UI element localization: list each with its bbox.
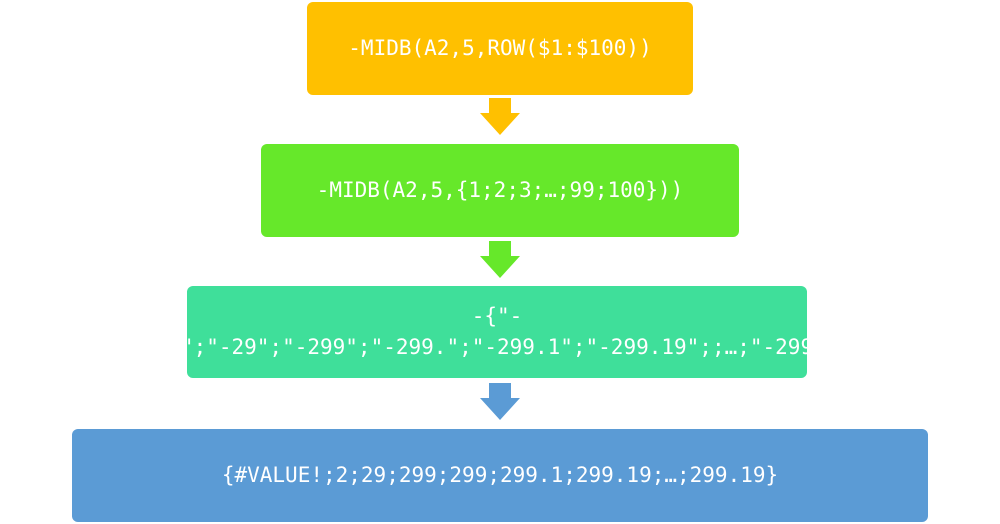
arrow-2-shape	[480, 241, 520, 278]
formula-step-3-text: -{"-";"-2";"-29";"-299";"-299.";"-299.1"…	[117, 304, 877, 359]
formula-step-2-text: -MIDB(A2,5,{1;2;3;…;99;100}))	[316, 178, 684, 202]
down-arrow-icon	[480, 383, 520, 420]
arrow-1-shape	[480, 98, 520, 135]
down-arrow-icon	[480, 241, 520, 278]
formula-step-4: {#VALUE!;2;29;299;299;299.1;299.19;…;299…	[72, 429, 928, 522]
down-arrow-icon	[480, 98, 520, 135]
formula-step-1: -MIDB(A2,5,ROW($1:$100))	[307, 2, 693, 95]
arrow-3-shape	[480, 383, 520, 420]
formula-step-2: -MIDB(A2,5,{1;2;3;…;99;100}))	[261, 144, 739, 237]
formula-step-4-text: {#VALUE!;2;29;299;299;299.1;299.19;…;299…	[221, 463, 779, 487]
formula-step-3: -{"-";"-2";"-29";"-299";"-299.";"-299.1"…	[118, 286, 876, 378]
formula-step-1-text: -MIDB(A2,5,ROW($1:$100))	[348, 36, 652, 60]
